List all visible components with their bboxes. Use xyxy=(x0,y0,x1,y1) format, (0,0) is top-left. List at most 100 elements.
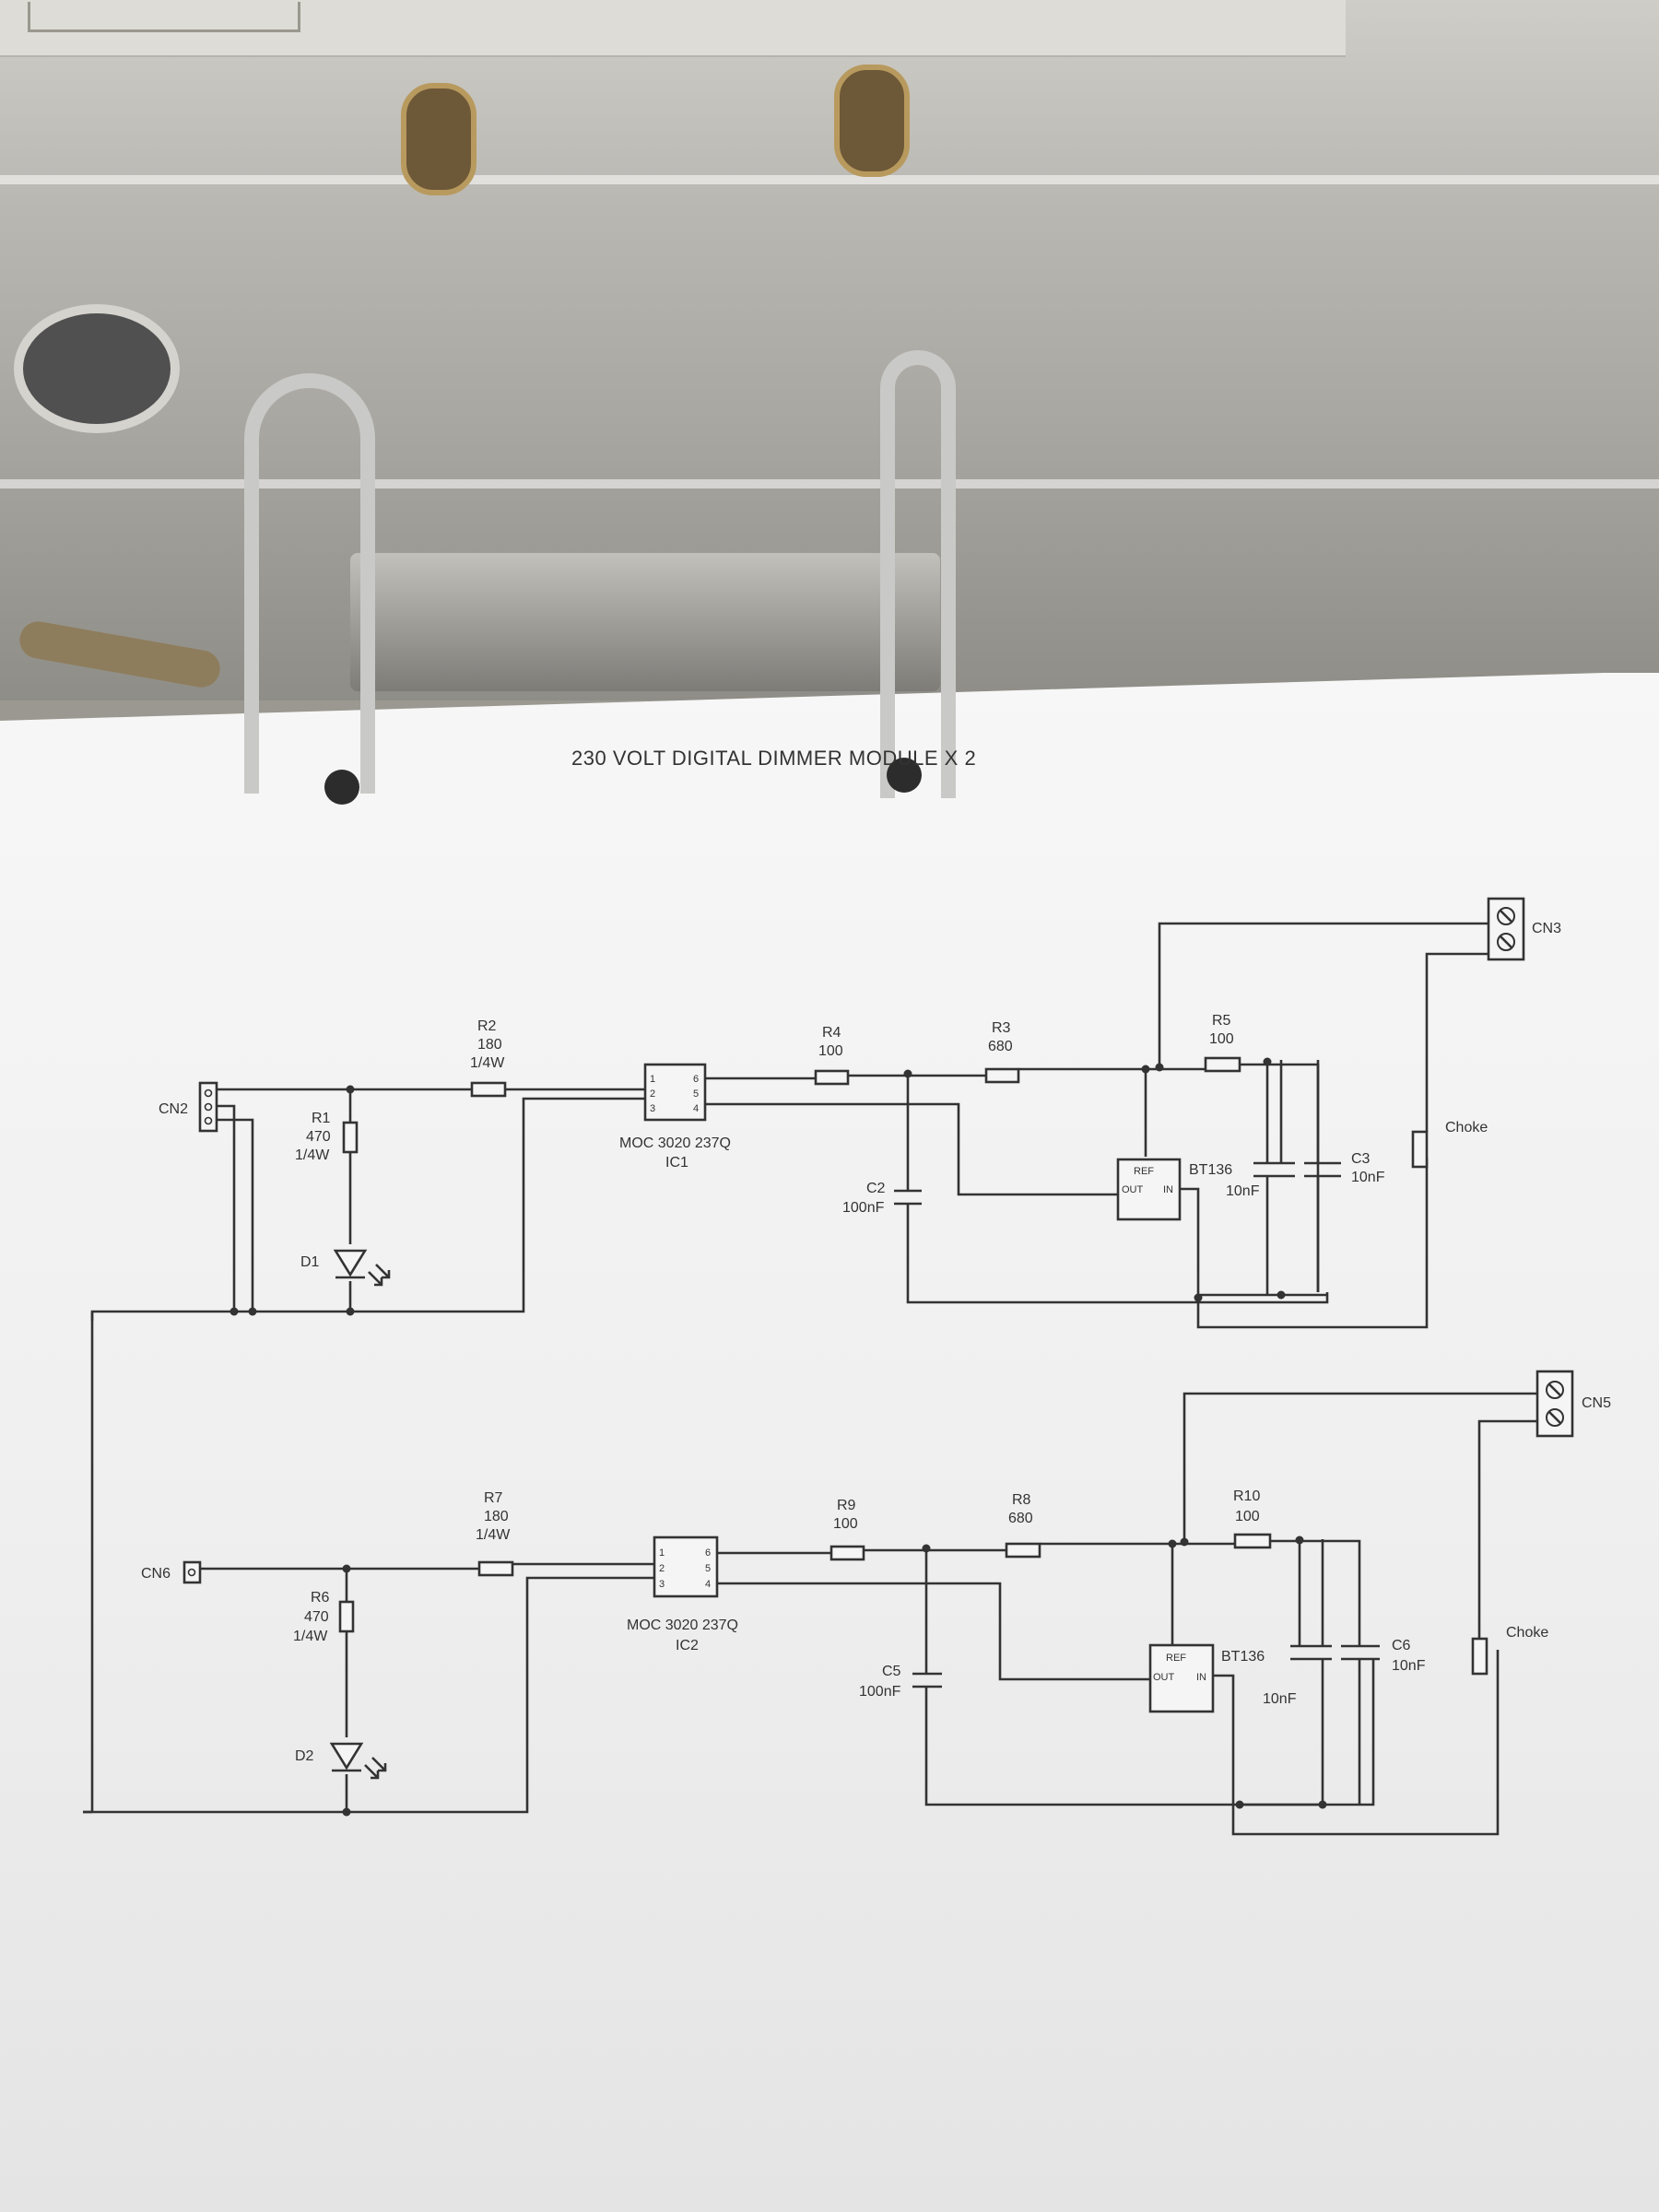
cn2-label: CN2 xyxy=(159,1101,188,1117)
resistor-r2 xyxy=(470,1081,507,1098)
junction-dot xyxy=(1155,1063,1164,1072)
opto-ic1 xyxy=(643,1063,707,1122)
r7-ref: R7 xyxy=(484,1490,503,1506)
cn5-label: CN5 xyxy=(1582,1395,1611,1411)
ic1-part: MOC 3020 237Q xyxy=(619,1135,731,1151)
wire xyxy=(906,1204,1329,1304)
junction-dot xyxy=(1194,1293,1203,1302)
wire xyxy=(1158,922,1493,1065)
r1-ref: R1 xyxy=(312,1111,331,1126)
top-sheet xyxy=(0,0,1346,57)
punch-hole xyxy=(887,758,922,793)
choke-label: Choke xyxy=(1506,1625,1548,1641)
cn2-pin xyxy=(204,1116,213,1125)
r9-ref: R9 xyxy=(837,1498,856,1513)
junction-dot xyxy=(342,1564,351,1573)
c5-value: 100nF xyxy=(859,1684,901,1700)
ic1-ref: IC1 xyxy=(665,1155,688,1171)
capacitor-c6 xyxy=(1341,1644,1380,1661)
capacitor-c3 xyxy=(1304,1161,1341,1178)
ic1-pin: 6 xyxy=(693,1074,699,1085)
resistor-r4 xyxy=(814,1069,850,1086)
r7-power: 1/4W xyxy=(476,1527,511,1543)
r10-value: 100 xyxy=(1235,1509,1260,1524)
r10-ref: R10 xyxy=(1233,1488,1260,1504)
led-d1-arrow xyxy=(368,1271,383,1287)
choke-label: Choke xyxy=(1445,1120,1488,1135)
r8-ref: R8 xyxy=(1012,1492,1031,1508)
r9-value: 100 xyxy=(833,1516,858,1532)
cn3-screw-slot xyxy=(1500,910,1512,948)
resistor-r3 xyxy=(984,1067,1020,1084)
capacitor-snubber xyxy=(1290,1644,1332,1661)
c5-ref: C5 xyxy=(882,1664,901,1679)
led-d2-arrow xyxy=(371,1757,387,1772)
capacitor-c5 xyxy=(912,1672,942,1688)
wire xyxy=(1182,1392,1537,1541)
c3-ref: C3 xyxy=(1351,1151,1371,1167)
snubber-cap-value: 10nF xyxy=(1226,1183,1260,1199)
binder-grommet xyxy=(14,304,180,433)
dimmer-module-1: CN2 xyxy=(90,897,1561,1812)
wire xyxy=(924,1659,1375,1806)
cn5-screw xyxy=(1546,1381,1564,1399)
c3-value: 10nF xyxy=(1351,1170,1385,1185)
choke-inductor xyxy=(1471,1637,1488,1676)
junction-dot xyxy=(229,1307,239,1316)
opto-ic2 xyxy=(653,1535,719,1598)
junction-dot xyxy=(922,1544,931,1553)
triac-ref-pin: REF xyxy=(1166,1653,1186,1664)
r2-value: 180 xyxy=(477,1037,502,1053)
triac-in-pin: IN xyxy=(1196,1672,1206,1683)
r8-value: 680 xyxy=(1008,1511,1033,1526)
r5-ref: R5 xyxy=(1212,1013,1231,1029)
r4-ref: R4 xyxy=(822,1025,841,1041)
wire xyxy=(717,1582,1150,1681)
binder-fold-line xyxy=(0,175,1659,184)
ring-mechanism xyxy=(350,553,940,691)
ic2-pin: 3 xyxy=(659,1579,665,1590)
r7-value: 180 xyxy=(484,1509,509,1524)
triac-in-pin: IN xyxy=(1163,1184,1173,1195)
r6-ref: R6 xyxy=(311,1590,330,1606)
junction-dot xyxy=(1168,1539,1177,1548)
c6-value: 10nF xyxy=(1392,1658,1426,1674)
ic1-pin: 2 xyxy=(650,1088,655,1100)
resistor-r1 xyxy=(342,1121,359,1154)
junction-dot xyxy=(346,1085,355,1094)
led-d2 xyxy=(329,1742,364,1771)
binder-slot xyxy=(401,83,477,195)
triac-ref-pin: REF xyxy=(1134,1166,1154,1177)
junction-dot xyxy=(903,1069,912,1078)
choke-inductor xyxy=(1411,1130,1429,1169)
binder-ring-left xyxy=(244,373,375,794)
r4-value: 100 xyxy=(818,1043,843,1059)
junction-dot xyxy=(1141,1065,1150,1074)
junction-dot xyxy=(342,1807,351,1817)
r1-power: 1/4W xyxy=(295,1147,330,1163)
ic1-pin: 1 xyxy=(650,1074,655,1085)
triac-part: BT136 xyxy=(1189,1162,1232,1178)
led-d1-arrow xyxy=(375,1264,391,1279)
cn6-pin xyxy=(187,1568,196,1577)
ic1-pin: 3 xyxy=(650,1103,655,1114)
resistor-r10 xyxy=(1233,1533,1272,1549)
wire xyxy=(1180,1158,1429,1329)
triac-bt136 xyxy=(1148,1643,1215,1713)
triac-bt136 xyxy=(1116,1158,1182,1221)
ic2-pin: 2 xyxy=(659,1563,665,1574)
junction-dot xyxy=(1235,1800,1244,1809)
cn3-label: CN3 xyxy=(1532,921,1561,936)
wire xyxy=(217,1104,236,1312)
snubber-cap-value: 10nF xyxy=(1263,1691,1297,1707)
led-d2-arrow xyxy=(364,1764,380,1780)
cn6-connector xyxy=(182,1560,202,1584)
junction-dot xyxy=(1180,1537,1189,1547)
resistor-r8 xyxy=(1005,1542,1041,1559)
wire xyxy=(217,1118,254,1312)
cn3-screw xyxy=(1497,907,1515,925)
wire xyxy=(1425,952,1493,1132)
cn5-screw-slot xyxy=(1548,1383,1561,1424)
dimmer-module-2: CN6 R7 180 1/4W xyxy=(83,1370,1611,1836)
